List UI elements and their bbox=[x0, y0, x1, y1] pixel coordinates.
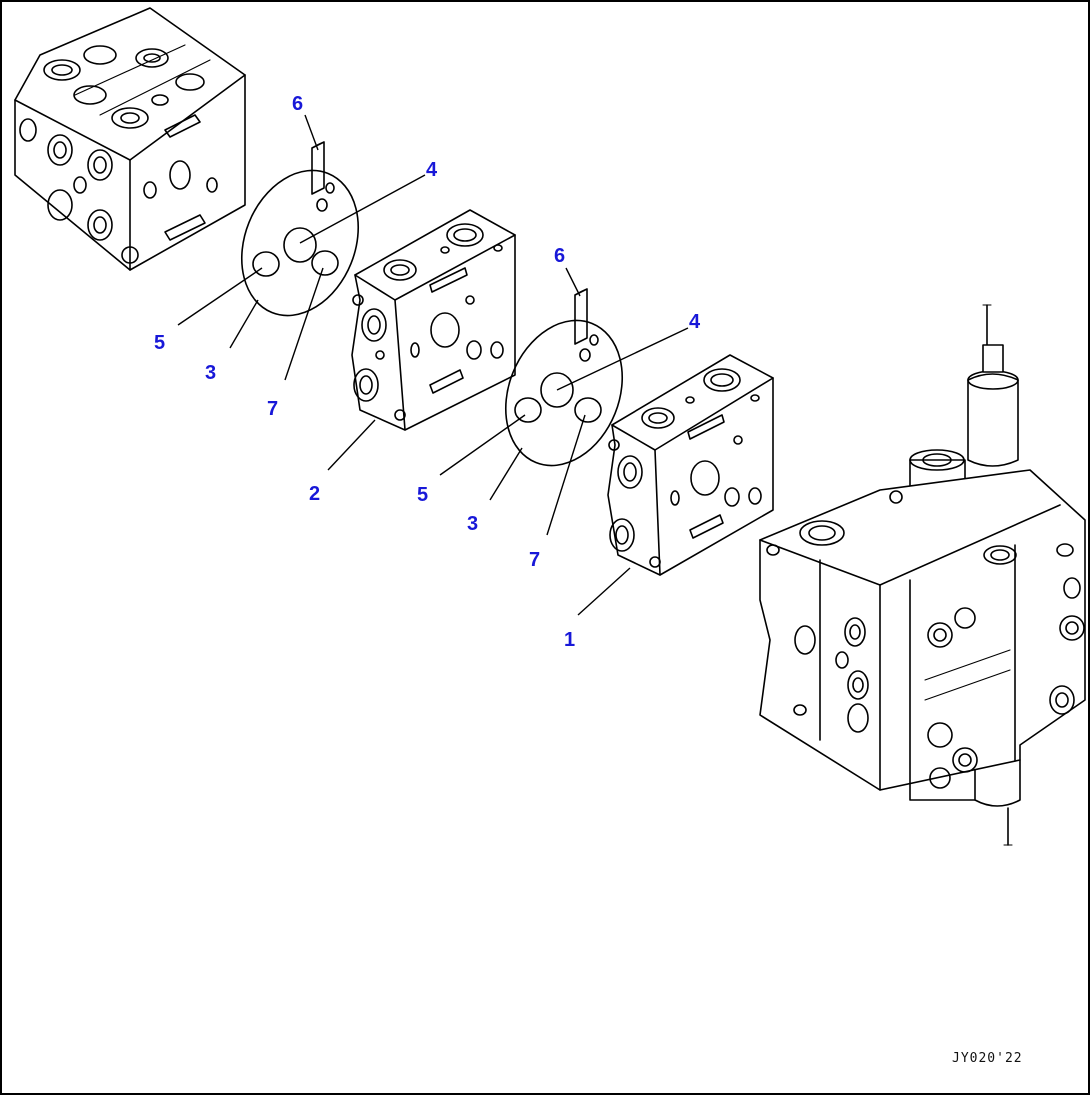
drawing-code: JY020'22 bbox=[952, 1051, 1023, 1066]
main-valve-assembly-right bbox=[759, 304, 1086, 846]
callout-7-upper: 7 bbox=[267, 398, 278, 420]
callout-3-upper: 3 bbox=[205, 362, 216, 384]
callout-4-lower: 4 bbox=[689, 311, 701, 333]
gasket-upper bbox=[240, 169, 360, 317]
callout-6-lower: 6 bbox=[554, 245, 565, 267]
leader-lines bbox=[177, 114, 689, 616]
callout-5-upper: 5 bbox=[154, 332, 165, 354]
valve-section-2 bbox=[351, 209, 516, 431]
callout-labels: 6 4 5 3 7 2 6 4 5 3 7 1 bbox=[154, 93, 701, 651]
callout-5-lower: 5 bbox=[417, 484, 428, 506]
valve-section-1 bbox=[607, 354, 774, 576]
callout-6-upper: 6 bbox=[292, 93, 303, 115]
pin-upper bbox=[311, 141, 325, 195]
gasket-lower bbox=[504, 319, 624, 467]
callout-1: 1 bbox=[564, 629, 575, 651]
callout-7-lower: 7 bbox=[529, 549, 540, 571]
callout-3-lower: 3 bbox=[467, 513, 478, 535]
adjacent-valve-block-left bbox=[14, 7, 246, 271]
callout-4-upper: 4 bbox=[426, 159, 438, 181]
pin-lower bbox=[574, 288, 588, 345]
callout-2: 2 bbox=[309, 483, 320, 505]
